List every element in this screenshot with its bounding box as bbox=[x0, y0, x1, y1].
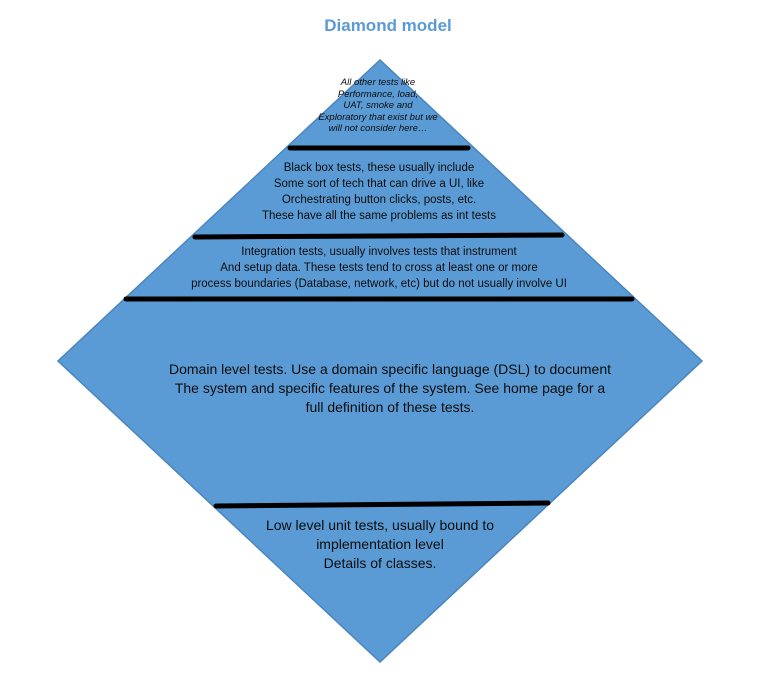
tier-text-line: Black box tests, these usually include bbox=[283, 162, 475, 174]
tier-text-line: Performance, load, bbox=[337, 88, 419, 100]
tier-text-line: Orchestrating button clicks, posts, etc. bbox=[281, 194, 477, 206]
tier-domain-level-tests: Domain level tests. Use a domain specifi… bbox=[120, 360, 660, 417]
tier-text-line: Exploratory that exist but we bbox=[318, 111, 438, 123]
tier-text-line: full definition of these tests. bbox=[305, 399, 475, 415]
tier-text-line: will not consider here… bbox=[328, 123, 428, 134]
tier-unit-tests: Low level unit tests, usually bound to i… bbox=[230, 516, 530, 573]
divider-line-4 bbox=[213, 500, 551, 509]
tier-text-line: These have all the same problems as int … bbox=[262, 210, 496, 222]
tier-text-line: Integration tests, usually involves test… bbox=[241, 246, 517, 258]
divider-line-2 bbox=[192, 232, 565, 240]
tier-text-line: Low level unit tests, usually bound to bbox=[265, 517, 495, 533]
tier-integration-tests: Integration tests, usually involves test… bbox=[150, 244, 608, 292]
tier-text-line: UAT, smoke and bbox=[343, 100, 413, 111]
tier-other-tests: All other tests like Performance, load, … bbox=[290, 77, 466, 135]
tier-text-line: Details of classes. bbox=[323, 555, 437, 571]
tier-text-line: process boundaries (Database, network, e… bbox=[191, 278, 567, 290]
tier-text-line: implementation level bbox=[316, 536, 444, 552]
tier-text-line: All other tests like bbox=[340, 77, 416, 88]
diamond-shape bbox=[56, 58, 704, 664]
tier-text-line: The system and specific features of the … bbox=[174, 380, 606, 396]
tier-text-line: Domain level tests. Use a domain specifi… bbox=[169, 361, 611, 377]
tier-text-line: Some sort of tech that can drive a UI, l… bbox=[273, 178, 485, 190]
tier-text-line: And setup data. These tests tend to cros… bbox=[220, 262, 538, 274]
tier-black-box-tests: Black box tests, these usually include S… bbox=[220, 160, 538, 224]
diagram-title: Diamond model bbox=[324, 16, 452, 35]
